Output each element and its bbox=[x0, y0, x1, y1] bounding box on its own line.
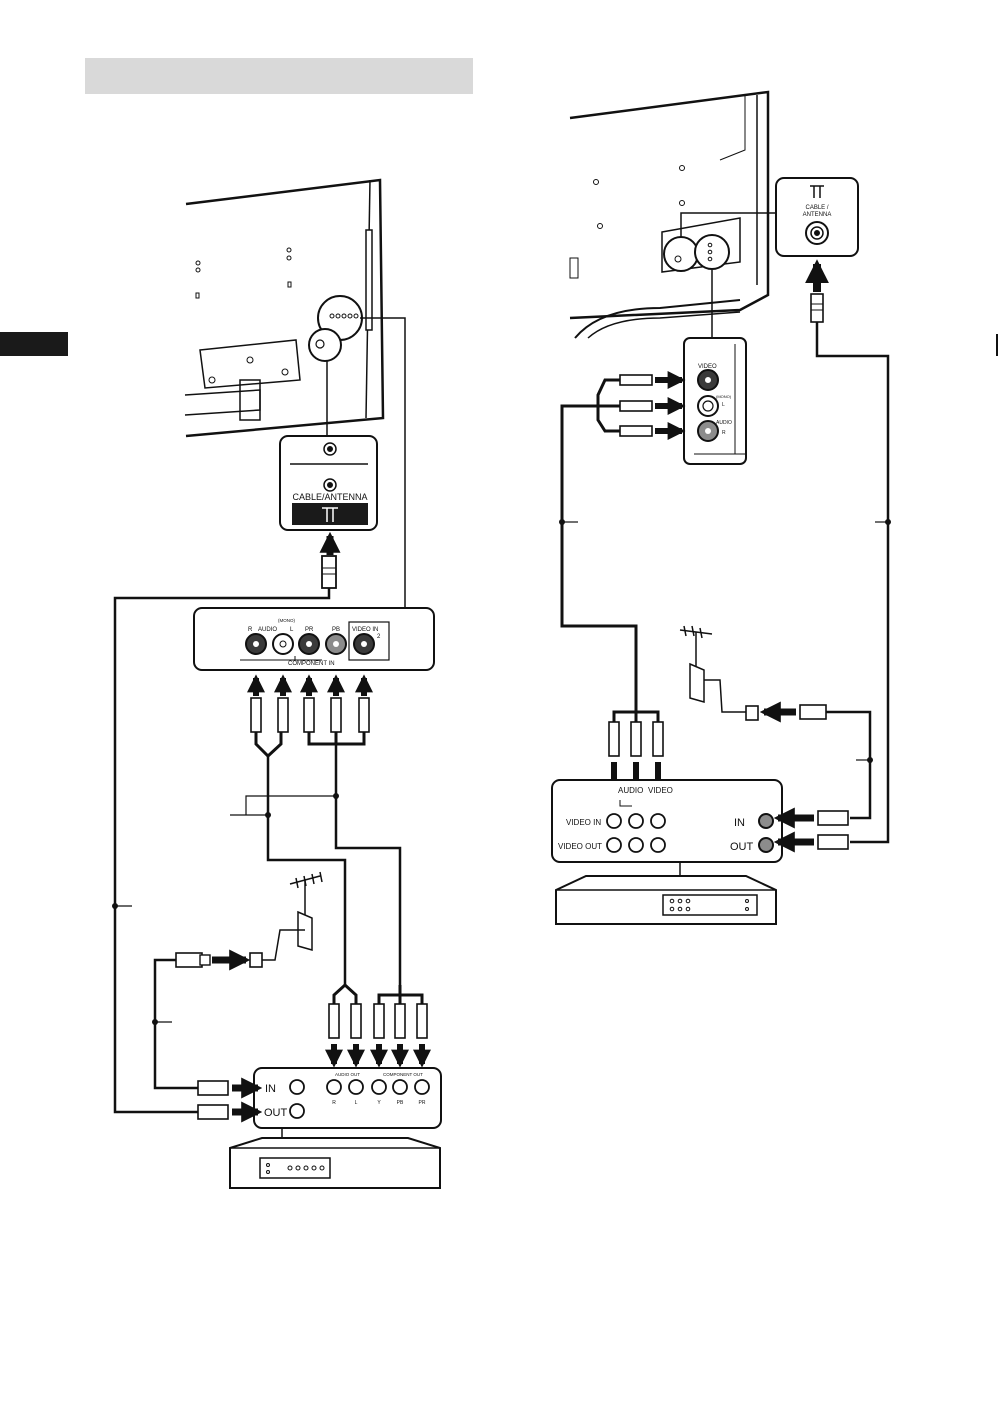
tv-panel-pr-label: PR bbox=[305, 627, 314, 633]
vcr-video-header: VIDEO bbox=[648, 786, 673, 795]
vcr-video-out-label: VIDEO OUT bbox=[558, 842, 602, 851]
tv-rear-view-right bbox=[570, 92, 768, 338]
right-antenna-line1: CABLE / bbox=[805, 205, 828, 211]
vcr-video-in-label: VIDEO IN bbox=[566, 818, 601, 827]
right-panel-mono-label: (MONO) bbox=[716, 394, 732, 399]
tv-panel-pb-label: PB bbox=[332, 627, 340, 633]
tv-side-rca-plugs bbox=[251, 698, 369, 732]
right-tv-rca-plugs bbox=[620, 375, 652, 436]
tv-panel-audio-label: AUDIO bbox=[258, 627, 277, 633]
tv-antenna-callout bbox=[280, 436, 377, 530]
vcr-body bbox=[556, 862, 776, 924]
right-panel-audio-label: AUDIO bbox=[716, 420, 732, 426]
right-antenna-line2: ANTENNA bbox=[803, 212, 832, 218]
device-jack-label-pr: PR bbox=[419, 1100, 426, 1106]
right-panel-l-label: L bbox=[722, 402, 725, 408]
device-component-out-label: COMPONENT OUT bbox=[383, 1072, 423, 1077]
right-diagram-labels: CABLE / ANTENNA VIDEO (MONO) L AUDIO R A… bbox=[558, 205, 831, 853]
vcr-side-rca-plugs bbox=[609, 722, 663, 756]
right-panel-r-label: R bbox=[722, 430, 726, 436]
page-edge-mark bbox=[996, 334, 998, 356]
left-diagram bbox=[112, 180, 441, 1188]
device-audio-out-label: AUDIO OUT bbox=[335, 1072, 360, 1077]
section-heading-bar bbox=[85, 58, 473, 94]
right-panel-video-label: VIDEO bbox=[698, 364, 717, 370]
vcr-out-label: OUT bbox=[730, 841, 754, 853]
tv-panel-mono-label: (MONO) bbox=[278, 618, 295, 623]
vcr-in-label: IN bbox=[734, 817, 745, 829]
tv-panel-r-label: R bbox=[248, 627, 253, 633]
device-jack-panel bbox=[254, 1068, 441, 1128]
device-in-label: IN bbox=[265, 1083, 276, 1095]
tv-panel-video-in-label: VIDEO IN bbox=[352, 627, 378, 633]
tv-panel-input-arrows bbox=[256, 678, 364, 696]
tv-panel-component-in-label: COMPONENT IN bbox=[288, 661, 335, 667]
outdoor-antenna-right bbox=[680, 626, 746, 712]
external-device-body bbox=[230, 1128, 440, 1188]
device-jack-label-l: L bbox=[355, 1100, 358, 1106]
device-jack-label-pb: PB bbox=[397, 1100, 404, 1106]
side-tab bbox=[0, 332, 68, 356]
device-out-label: OUT bbox=[264, 1107, 288, 1119]
right-av-panel bbox=[684, 338, 746, 464]
outdoor-antenna-left bbox=[262, 872, 322, 960]
device-jack-label-r: R bbox=[332, 1100, 336, 1106]
tv-rear-view-left bbox=[185, 180, 383, 436]
device-side-rca-plugs bbox=[329, 1004, 427, 1038]
right-diagram bbox=[552, 92, 891, 924]
vcr-audio-header: AUDIO bbox=[618, 786, 643, 795]
tv-antenna-label: CABLE/ANTENNA bbox=[292, 492, 367, 502]
device-input-arrows bbox=[334, 1044, 422, 1064]
